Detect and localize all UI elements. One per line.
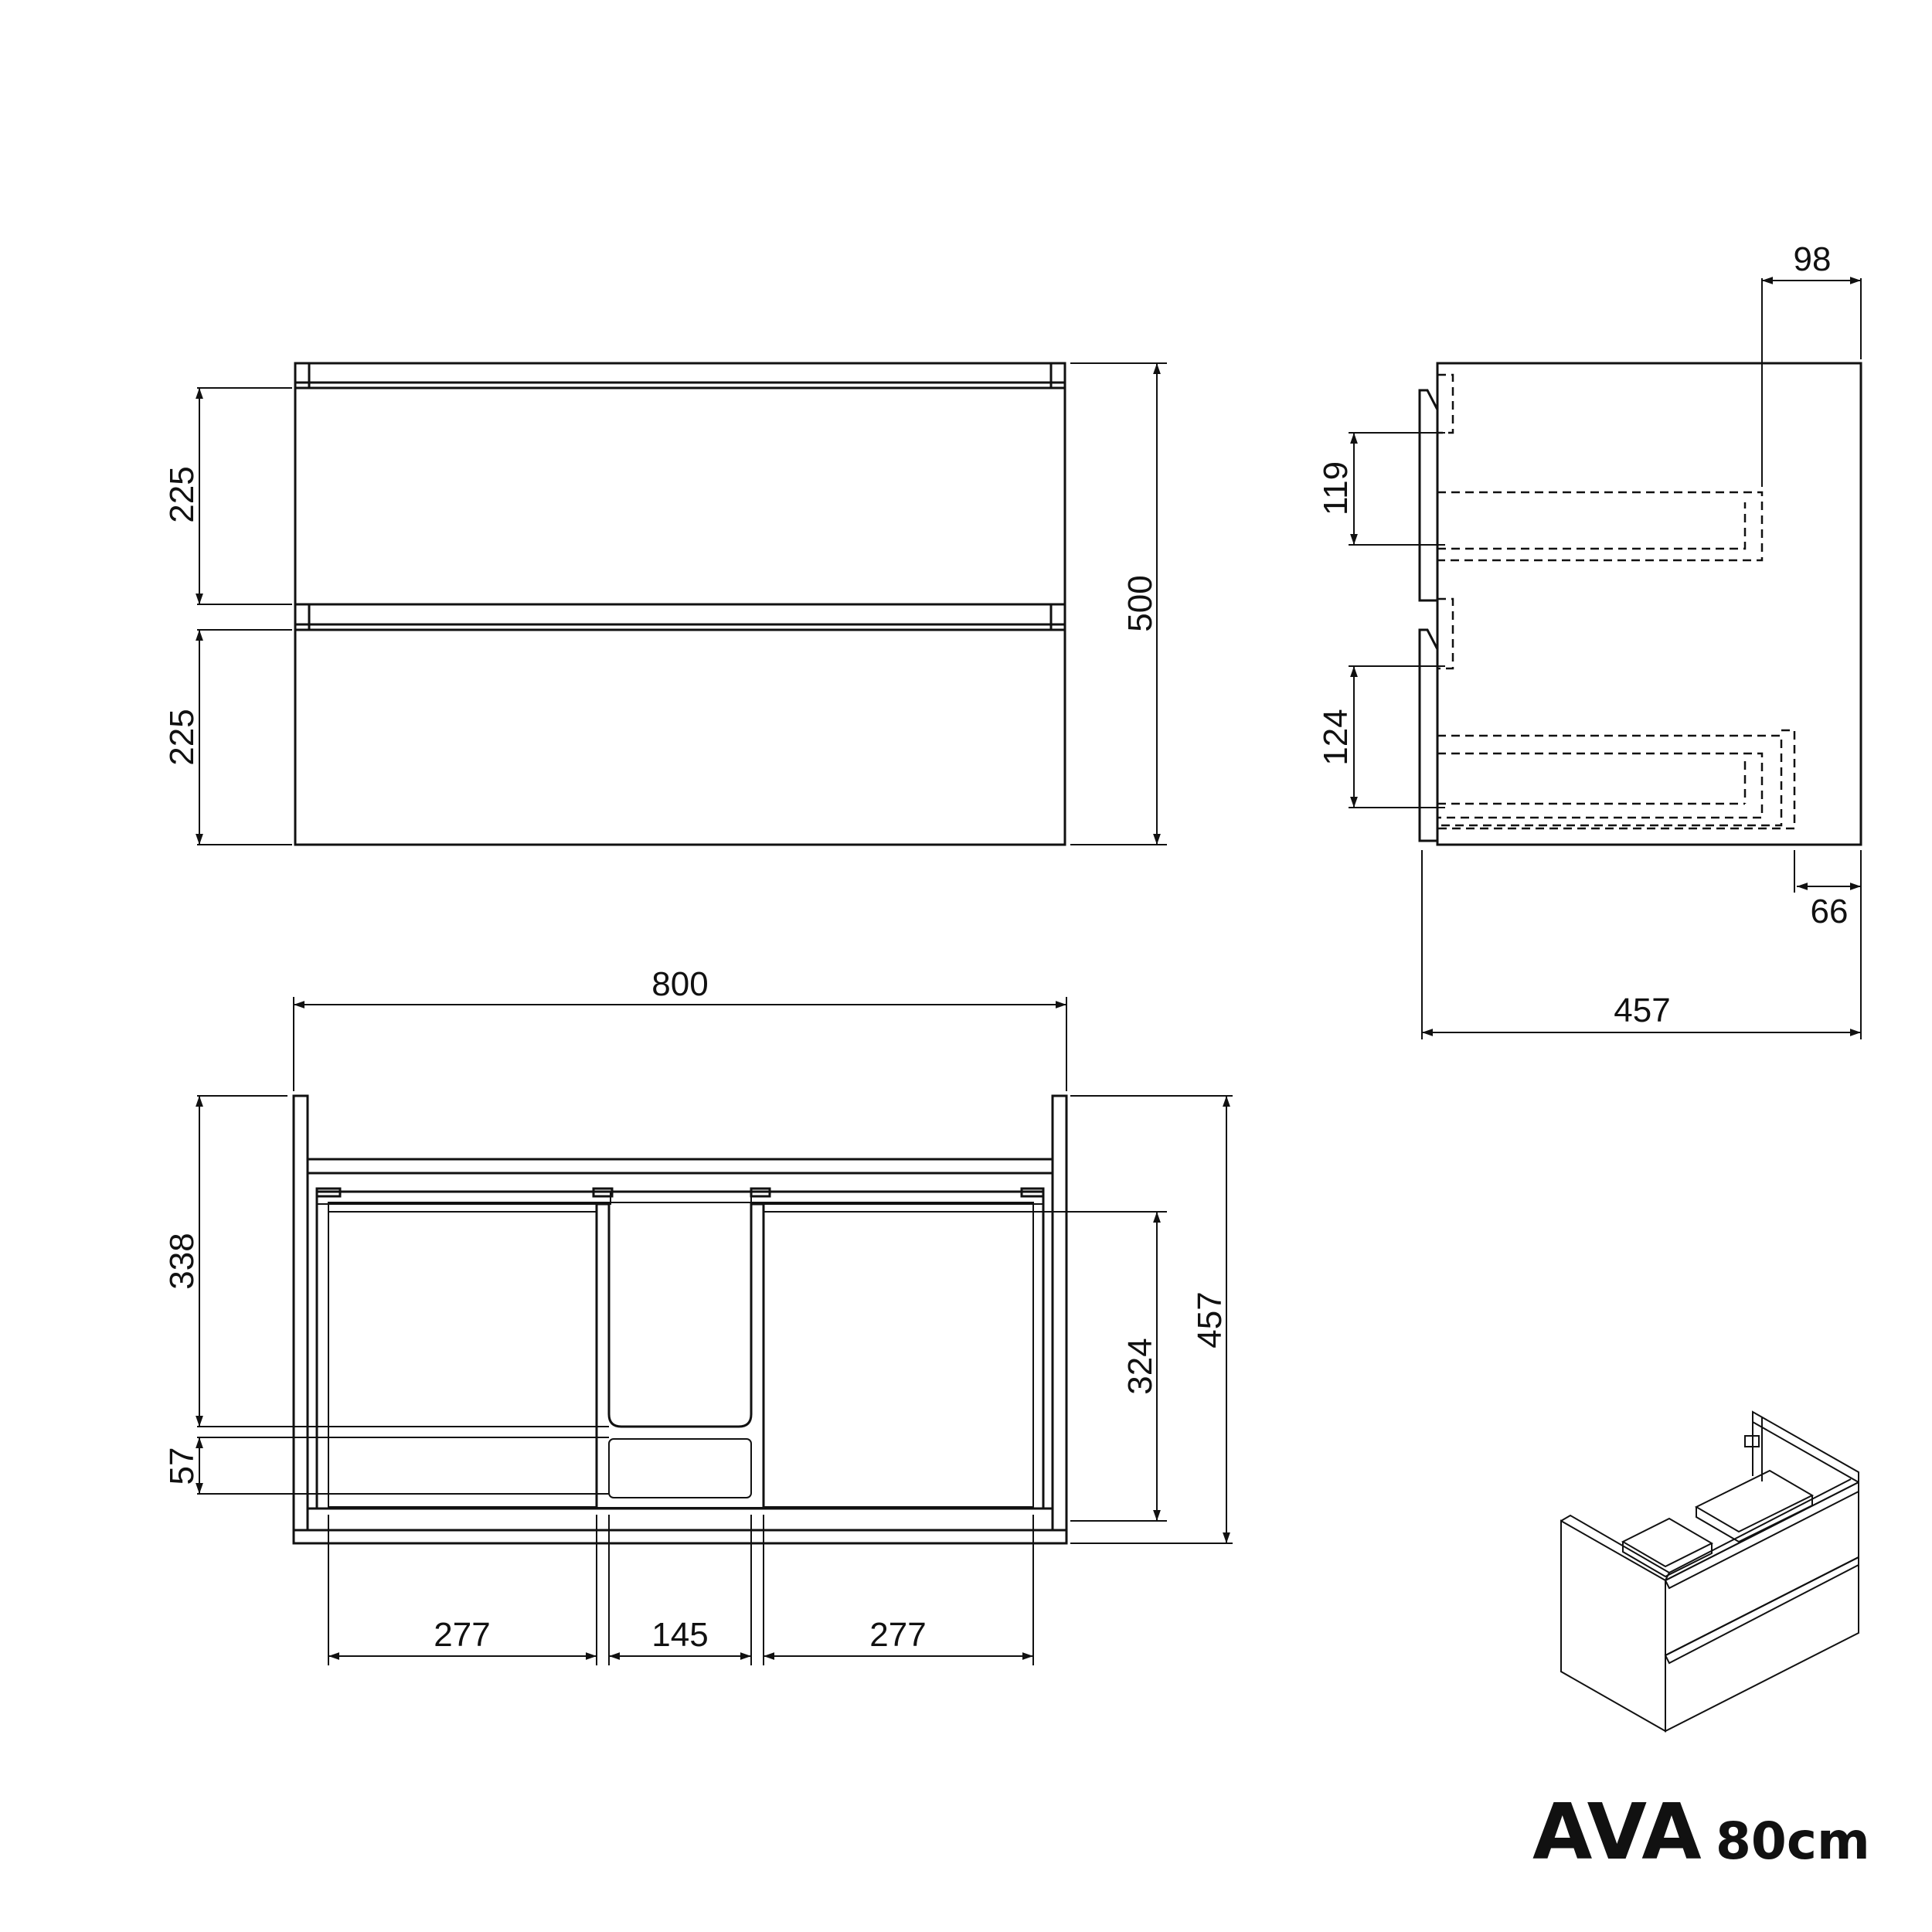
side-panel xyxy=(1436,362,1862,846)
dim-total-width: 800 xyxy=(651,965,708,1003)
dim-upper-drawer-inner: 119 xyxy=(1317,461,1355,515)
dim-inner-depth-right: 324 xyxy=(1121,1338,1159,1394)
dim-compartment-right: 277 xyxy=(869,1616,926,1654)
dim-top-offset: 98 xyxy=(1794,240,1832,278)
center-small-box xyxy=(608,1438,752,1498)
side-view: 98 119 124 66 457 xyxy=(1317,240,1862,1039)
top-view: 800 338 57 324 457 277 145 277 xyxy=(163,965,1233,1665)
product-name: AVA xyxy=(1532,1787,1702,1877)
compartment-left xyxy=(328,1211,597,1508)
tap-icon xyxy=(1744,1435,1760,1447)
upper-drawer-front xyxy=(294,386,1066,606)
compartment-center xyxy=(595,1202,765,1510)
dim-lower-drawer-inner: 124 xyxy=(1317,709,1355,765)
compartment-right xyxy=(763,1211,1034,1508)
upper-drawer-side xyxy=(1418,389,1439,602)
front-view: 225 225 500 xyxy=(163,362,1167,846)
dim-drawer-height-bottom: 225 xyxy=(163,709,201,765)
dim-cutout-depth: 57 xyxy=(163,1447,201,1485)
dim-drawer-height-top: 225 xyxy=(163,466,201,522)
dim-side-total-depth: 457 xyxy=(1614,992,1670,1029)
product-size: 80cm xyxy=(1716,1811,1870,1871)
dim-total-height: 500 xyxy=(1121,575,1159,631)
isometric-preview xyxy=(1560,1410,1859,1733)
lower-drawer-front xyxy=(294,628,1066,846)
dim-inner-depth-left: 338 xyxy=(163,1233,201,1289)
dim-top-total-depth: 457 xyxy=(1191,1291,1229,1348)
lower-drawer-side xyxy=(1418,628,1439,842)
dim-bottom-offset: 66 xyxy=(1811,893,1849,930)
dim-compartment-left: 277 xyxy=(434,1616,490,1654)
dim-compartment-center: 145 xyxy=(651,1616,708,1654)
